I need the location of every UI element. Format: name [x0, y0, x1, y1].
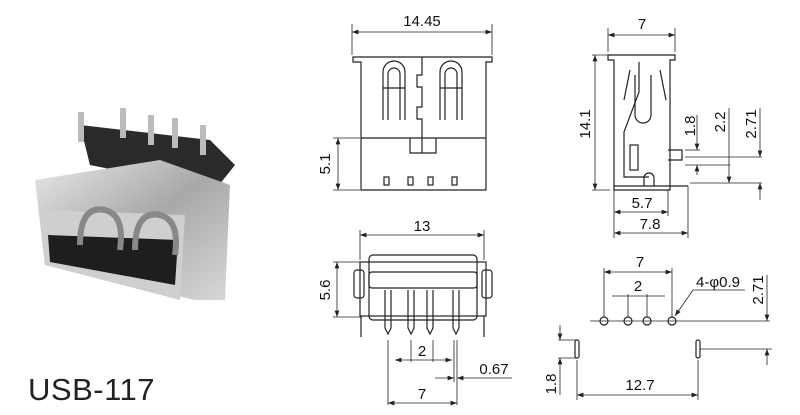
side-base-b-label: 7.8 — [640, 216, 661, 233]
side-view: 7 14.1 1.8 2.2 2.71 5.7 7.8 — [577, 16, 763, 238]
bottom-span-label: 7 — [418, 386, 426, 403]
bottom-width-label: 13 — [414, 218, 431, 235]
side-width-label: 7 — [638, 16, 646, 33]
bottom-pin-width-label: 0.67 — [479, 361, 508, 378]
footprint-slot-span-label: 12.7 — [625, 377, 654, 394]
footprint-span-label: 7 — [636, 254, 644, 271]
footprint-offset-label: 2.71 — [750, 275, 767, 304]
side-base-a-label: 5.7 — [632, 195, 653, 212]
model-title: USB-117 — [28, 372, 155, 407]
bottom-pitch-label: 2 — [418, 343, 426, 360]
product-photo — [35, 108, 235, 300]
front-view: 14.45 5.1 — [317, 13, 493, 191]
pins — [384, 290, 460, 336]
side-pin-b-label: 2.2 — [712, 112, 729, 133]
side-pin-c-label: 2.71 — [743, 109, 760, 138]
side-height-label: 14.1 — [577, 109, 594, 138]
pcb-footprint: 7 2 4-φ0.9 2.71 1.8 12.7 — [543, 254, 772, 400]
front-height-label: 5.1 — [317, 154, 334, 175]
footprint-pitch-label: 2 — [634, 278, 642, 295]
front-width-label: 14.45 — [403, 13, 441, 30]
bottom-height-label: 5.6 — [317, 280, 334, 301]
footprint-holes-label: 4-φ0.9 — [696, 274, 740, 291]
side-pin-a-label: 1.8 — [682, 116, 699, 137]
footprint-slot-label: 1.8 — [543, 374, 560, 395]
bottom-view: 13 5.6 2 0.67 7 — [317, 218, 512, 406]
